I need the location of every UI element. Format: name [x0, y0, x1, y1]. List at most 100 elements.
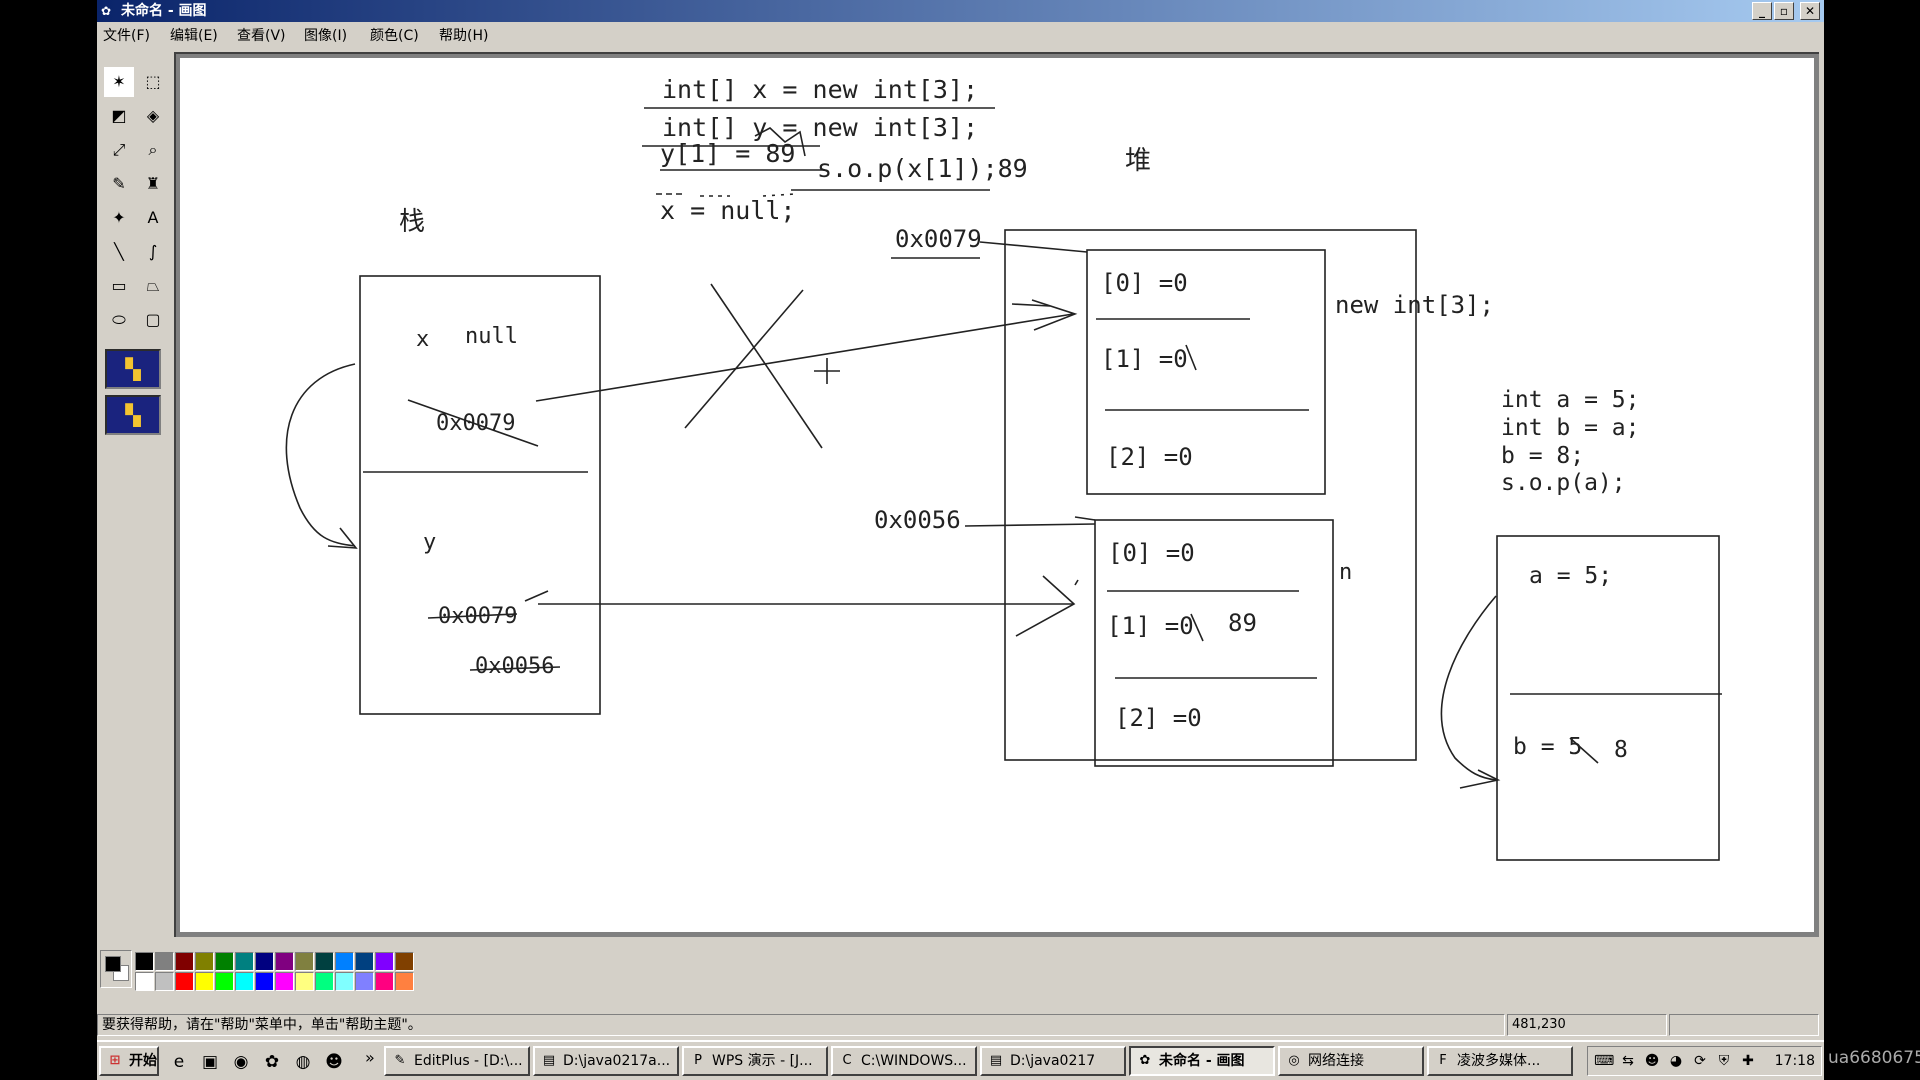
taskbar-item-label: C:\WINDOWS...	[861, 1053, 967, 1069]
airbrush-icon[interactable]: ✦	[112, 208, 126, 227]
eraser-icon[interactable]: ◩	[111, 106, 127, 125]
tool-option-transparent-icon[interactable]: ▚	[105, 395, 161, 435]
polygon-tool-icon[interactable]: ⏢	[146, 276, 160, 295]
title-bar[interactable]: ✿ 未命名 - 画图 _ ▫ ✕	[97, 0, 1824, 22]
palette-swatch[interactable]	[395, 952, 414, 971]
palette-swatch[interactable]	[175, 952, 194, 971]
taskbar-item[interactable]: C C:\WINDOWS...	[831, 1046, 977, 1076]
free-select-icon[interactable]: ✶	[104, 67, 134, 97]
close-button[interactable]: ✕	[1800, 2, 1820, 20]
palette-swatch[interactable]	[275, 972, 294, 991]
palette-swatch[interactable]	[315, 972, 334, 991]
start-button[interactable]: ⊞ 开始	[99, 1046, 159, 1076]
code-right-1: int a = 5;	[1501, 387, 1639, 413]
restore-button[interactable]: ▫	[1774, 2, 1794, 20]
fill-bucket-icon[interactable]: ◈	[146, 106, 160, 125]
text-tool-icon[interactable]: A	[147, 208, 159, 227]
media-icon[interactable]: ◉	[233, 1052, 249, 1072]
palette-swatch[interactable]	[255, 972, 274, 991]
menu-colors[interactable]: 颜色(C)	[370, 28, 419, 44]
tool-option-opaque-icon[interactable]: ▚	[105, 349, 161, 389]
messenger-icon[interactable]: ☻	[325, 1052, 343, 1072]
palette-swatch[interactable]	[275, 952, 294, 971]
array-a-index-1: [1] =0	[1101, 345, 1188, 373]
firefox-icon[interactable]: ◍	[295, 1052, 311, 1072]
palette-swatch[interactable]	[375, 952, 394, 971]
quick-launch-chevron[interactable]: »	[365, 1048, 375, 1067]
paint-icon[interactable]: ✿	[264, 1052, 280, 1072]
menu-file[interactable]: 文件(F)	[103, 28, 150, 44]
rounded-rect-tool-icon[interactable]: ▢	[145, 310, 161, 329]
cmd-icon: C	[842, 1053, 852, 1068]
color-palette	[97, 948, 697, 1000]
palette-swatch[interactable]	[375, 972, 394, 991]
taskbar-item[interactable]: ✿未命名 - 画图	[1129, 1046, 1275, 1076]
palette-swatch[interactable]	[135, 972, 154, 991]
palette-swatch[interactable]	[235, 972, 254, 991]
curve-tool-icon[interactable]: ∫	[148, 242, 158, 261]
box-b-new-value: 8	[1614, 737, 1628, 763]
menu-help[interactable]: 帮助(H)	[439, 28, 489, 44]
ellipse-tool-icon[interactable]: ⬭	[112, 310, 126, 329]
palette-swatch[interactable]	[135, 952, 154, 971]
palette-swatch[interactable]	[395, 972, 414, 991]
palette-swatch[interactable]	[295, 972, 314, 991]
line-tool-icon[interactable]: ╲	[114, 242, 124, 261]
palette-swatch[interactable]	[215, 972, 234, 991]
menu-image[interactable]: 图像(I)	[304, 28, 348, 44]
palette-swatch[interactable]	[255, 952, 274, 971]
palette-swatch[interactable]	[195, 972, 214, 991]
drawing-canvas[interactable]: int[] x = new int[3]; int[] y = new int[…	[180, 58, 1814, 932]
windows-logo-icon: ⊞	[109, 1053, 121, 1068]
palette-swatch[interactable]	[195, 952, 214, 971]
pencil-icon[interactable]: ✎	[112, 174, 126, 193]
palette-swatch[interactable]	[155, 972, 174, 991]
n-label: n	[1339, 560, 1352, 585]
menu-view[interactable]: 查看(V)	[237, 28, 286, 44]
current-colors[interactable]	[100, 950, 132, 988]
network-tray-icon[interactable]: ⇆	[1622, 1053, 1634, 1069]
network-icon: ◎	[1288, 1053, 1300, 1068]
rectangle-tool-icon[interactable]: ▭	[111, 276, 127, 295]
taskbar-item[interactable]: ✎EditPlus - [D:\...	[384, 1046, 530, 1076]
palette-swatch[interactable]	[155, 952, 174, 971]
taskbar-item[interactable]: ◎网络连接	[1278, 1046, 1424, 1076]
rect-select-icon[interactable]: ⬚	[145, 72, 161, 91]
taskbar-item-label: 未命名 - 画图	[1159, 1053, 1245, 1069]
taskbar-item-label: D:\java0217a...	[563, 1053, 671, 1069]
taskbar-item[interactable]: ▤D:\java0217a...	[533, 1046, 679, 1076]
magnifier-icon[interactable]: ⌕	[148, 140, 158, 159]
palette-swatch[interactable]	[355, 972, 374, 991]
palette-swatch[interactable]	[315, 952, 334, 971]
palette-swatch[interactable]	[335, 952, 354, 971]
messenger-tray-icon[interactable]: ☻	[1644, 1053, 1660, 1069]
palette-swatch[interactable]	[355, 952, 374, 971]
wps-icon: P	[694, 1053, 702, 1068]
folder-icon: ▤	[989, 1053, 1003, 1068]
minimize-button[interactable]: _	[1752, 2, 1772, 20]
palette-swatch[interactable]	[335, 972, 354, 991]
taskbar-item[interactable]: ▤D:\java0217	[980, 1046, 1126, 1076]
keyboard-icon[interactable]: ⌨	[1594, 1053, 1615, 1069]
palette-swatch[interactable]	[235, 952, 254, 971]
toolbox: ✶ ⬚ ◩ ◈ ⤢ ⌕ ✎ ♜ ✦ A ╲ ∫ ▭ ⏢ ⬭ ▢ ▚ ▚	[97, 55, 167, 935]
menu-bar: 文件(F) 编辑(E) 查看(V) 图像(I) 颜色(C) 帮助(H)	[97, 23, 1824, 49]
code-line-4: x = null;	[660, 196, 795, 225]
antivirus-icon[interactable]: ◕	[1669, 1053, 1683, 1069]
shield-icon[interactable]: ⛨	[1718, 1053, 1730, 1069]
brush-icon[interactable]: ♜	[145, 174, 161, 193]
palette-swatch[interactable]	[175, 972, 194, 991]
update-icon[interactable]: ⟳	[1694, 1053, 1706, 1069]
desktop-icon[interactable]: ▣	[201, 1052, 219, 1072]
taskbar-item-label: 凌波多媒体...	[1457, 1053, 1541, 1069]
status-size	[1669, 1014, 1819, 1036]
tray-misc-icon[interactable]: ✚	[1742, 1053, 1754, 1069]
ie-icon[interactable]: e	[173, 1052, 185, 1072]
palette-swatch[interactable]	[215, 952, 234, 971]
menu-edit[interactable]: 编辑(E)	[170, 28, 218, 44]
box-b-value: b = 5	[1513, 734, 1582, 760]
palette-swatch[interactable]	[295, 952, 314, 971]
color-picker-icon[interactable]: ⤢	[112, 140, 126, 159]
